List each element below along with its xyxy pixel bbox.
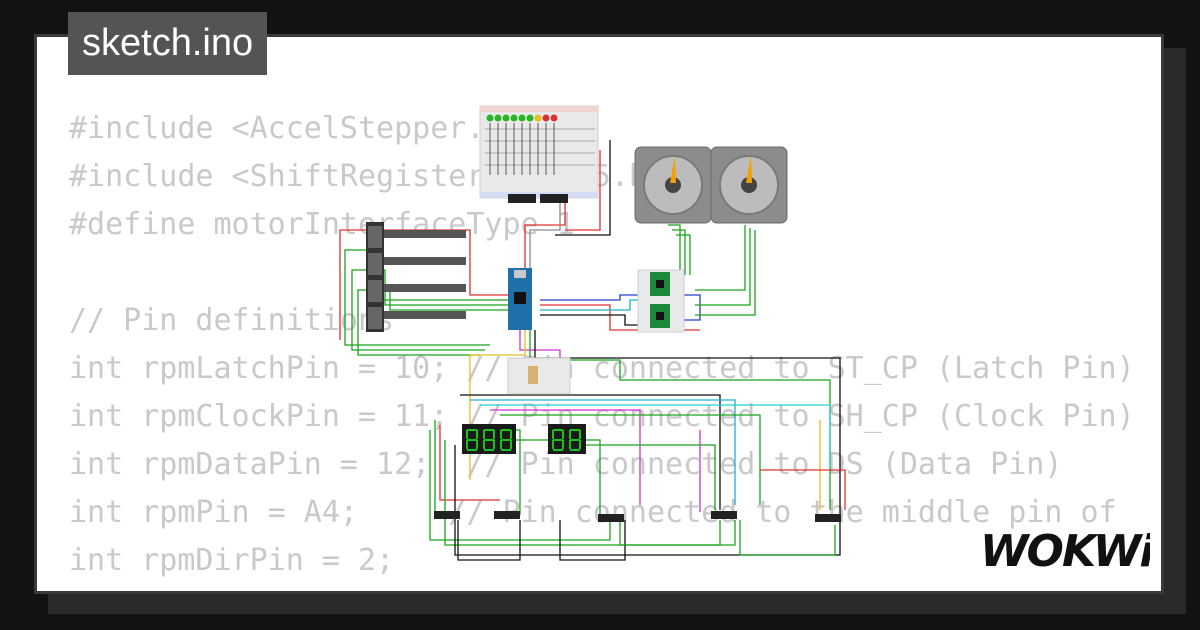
arduino-nano	[508, 268, 532, 330]
stepper-driver	[650, 272, 670, 328]
shift-register-chip	[508, 194, 568, 203]
slide-potentiometer	[366, 222, 466, 332]
seven-segment-display	[548, 424, 586, 454]
led-green	[486, 114, 534, 122]
wokwi-logo: WOKWi	[980, 526, 1150, 574]
code-line: #include <AccelStepper.h>	[69, 111, 521, 146]
led-resistor-array	[489, 123, 555, 175]
stepper-motor	[634, 146, 712, 224]
led-breadboard	[479, 105, 599, 199]
seven-segment-display	[462, 424, 516, 454]
led-yellow	[534, 114, 542, 122]
code-line: // Pin definitions	[69, 303, 395, 338]
editor-preview-card: #include <AccelStepper.h>#include <Shift…	[34, 34, 1164, 594]
code-line: int rpmDataPin = 12; // Pin connected to…	[69, 447, 1063, 482]
stepper-motor	[710, 146, 788, 224]
resistor-breadboard	[507, 357, 571, 395]
led-red	[542, 114, 558, 122]
wokwi-logo-text: WOKWi	[980, 526, 1150, 574]
file-tab[interactable]: sketch.ino	[68, 12, 268, 75]
shift-register-chip	[434, 511, 841, 522]
code-editor: #include <AccelStepper.h>#include <Shift…	[69, 105, 1135, 591]
code-line: int rpmDirPin = 2;	[69, 543, 395, 578]
